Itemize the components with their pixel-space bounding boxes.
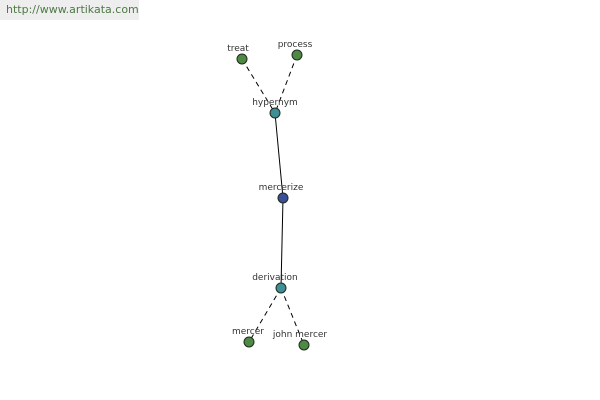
edge-process-hypernym [274,54,298,114]
node-john-mercer[interactable]: john mercer [272,330,328,351]
node-circle-derivation[interactable] [275,282,287,294]
node-treat[interactable]: treat [227,44,249,65]
edges-layer [241,54,305,346]
node-label-mercerize[interactable]: mercerize [259,183,304,193]
node-label-john-mercer[interactable]: john mercer [272,330,328,340]
node-label-derivation[interactable]: derivation [252,273,298,283]
edge-treat-hypernym [241,58,276,114]
node-mercer[interactable]: mercer [232,327,264,348]
node-label-process[interactable]: process [278,40,313,50]
node-circle-process[interactable] [291,49,303,61]
node-hypernym[interactable]: hypernym [252,98,298,119]
node-derivation[interactable]: derivation [252,273,298,294]
node-process[interactable]: process [278,40,313,61]
node-circle-mercer[interactable] [243,336,255,348]
node-label-hypernym[interactable]: hypernym [252,98,298,108]
node-circle-hypernym[interactable] [269,107,281,119]
nodes-layer: treat process hypernym mercerize derivation m… [227,40,328,351]
node-circle-treat[interactable] [236,53,248,65]
edge-hypernym-mercerize [274,112,284,199]
node-circle-mercerize[interactable] [277,192,289,204]
node-label-treat[interactable]: treat [227,44,249,54]
node-label-mercer[interactable]: mercer [232,327,264,337]
node-mercerize[interactable]: mercerize [259,183,304,204]
edge-derivation-john-mercer [280,287,305,346]
edge-derivation-mercer [248,287,282,343]
site-watermark: http://www.artikata.com [0,0,139,20]
node-circle-john-mercer[interactable] [298,339,310,351]
edge-mercerize-derivation [280,197,284,289]
